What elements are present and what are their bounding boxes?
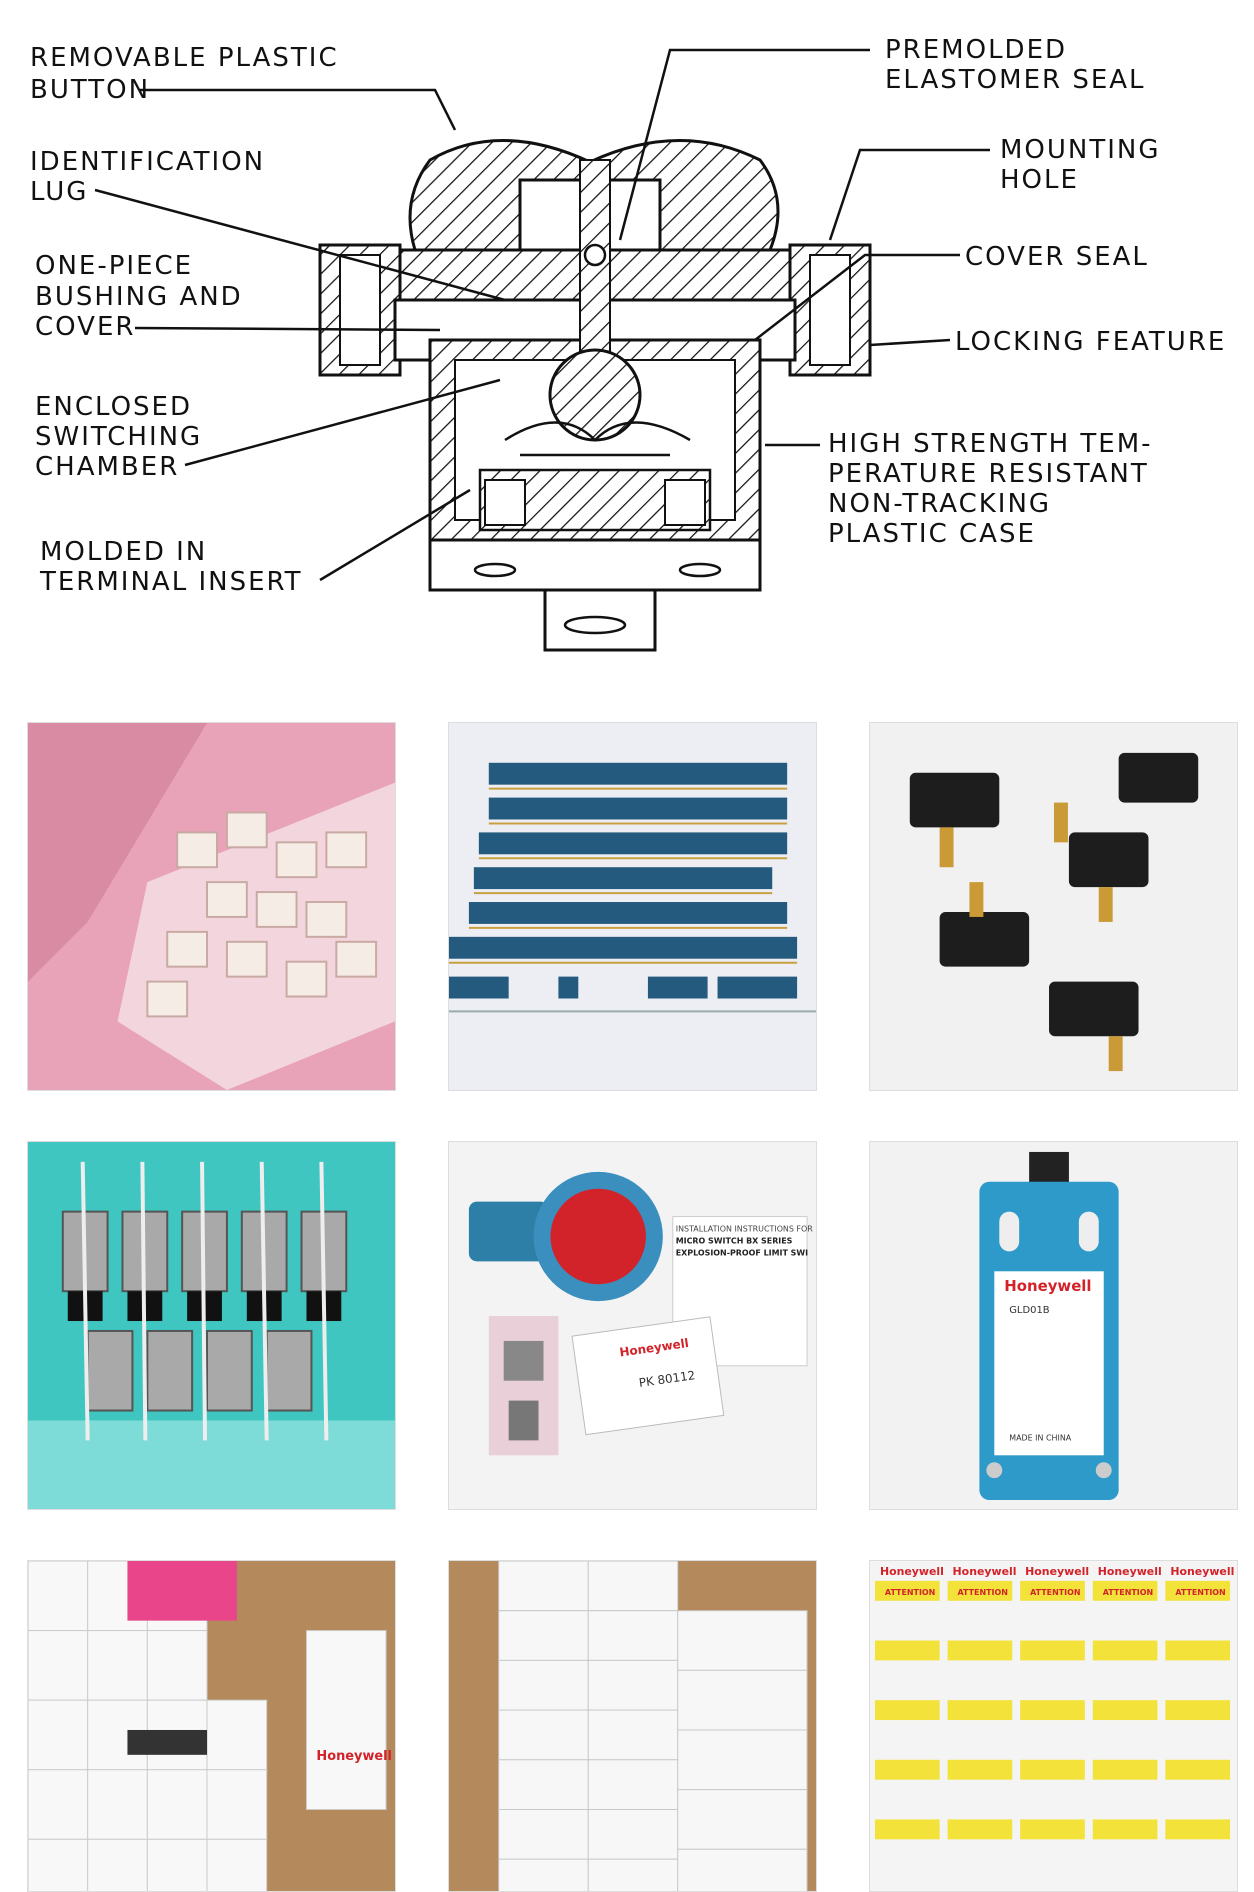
leader-mounting	[828, 148, 990, 241]
bagged-switches-image	[870, 723, 1237, 1090]
label-brand-5: Honeywell	[1170, 1565, 1234, 1578]
photo-blue-limit-switch: Honeywell GLD01B MADE IN CHINA	[869, 1141, 1238, 1510]
label-case-3: NON-TRACKING	[828, 489, 1051, 519]
label-brand-2: Honeywell	[953, 1565, 1017, 1578]
label-terminal-2: TERMINAL INSERT	[39, 567, 303, 597]
label-button-1: REMOVABLE PLASTIC	[30, 43, 339, 73]
photo-teal-tray-switches	[27, 1141, 396, 1510]
switch-model: GLD01B	[1009, 1305, 1050, 1316]
label-idlug-2: LUG	[30, 177, 88, 207]
warn-3: ATTENTION	[1030, 1588, 1080, 1597]
leader-bushing	[134, 326, 441, 332]
leader-button	[140, 88, 457, 131]
label-seal-2: ELASTOMER SEAL	[885, 65, 1146, 95]
label-bushing-3: COVER	[35, 312, 135, 342]
labeled-boxes-image: Honeywell Honeywell Honeywell Honeywell …	[870, 1561, 1237, 1891]
leader-chamber	[184, 378, 501, 467]
label-case-1: HIGH STRENGTH TEM-	[828, 429, 1153, 459]
leader-id-lug	[94, 188, 506, 302]
leader-locking	[869, 338, 951, 347]
cutaway-diagram: REMOVABLE PLASTIC BUTTON IDENTIFICATION …	[0, 0, 1254, 700]
label-idlug-1: IDENTIFICATION	[30, 147, 265, 177]
warn-5: ATTENTION	[1175, 1588, 1225, 1597]
label-terminal-1: MOLDED IN	[40, 537, 207, 567]
label-brand-4: Honeywell	[1098, 1565, 1162, 1578]
switch-cross-section: REMOVABLE PLASTIC BUTTON IDENTIFICATION …	[30, 35, 1226, 652]
switch-brand: Honeywell	[1004, 1277, 1091, 1295]
label-locking: LOCKING FEATURE	[955, 327, 1226, 357]
label-cover-seal: COVER SEAL	[965, 242, 1149, 272]
blue-switch-rows-image	[449, 723, 816, 1090]
kit-doc-sub1: MICRO SWITCH BX SERIES	[676, 1236, 793, 1245]
warn-2: ATTENTION	[958, 1588, 1008, 1597]
label-chamber-2: SWITCHING	[35, 422, 202, 452]
label-case-4: PLASTIC CASE	[828, 519, 1036, 549]
label-bushing-1: ONE-PIECE	[35, 251, 193, 281]
photo-explosion-proof-switch-kit: INSTALLATION INSTRUCTIONS FOR MICRO SWIT…	[448, 1141, 817, 1510]
label-button-2: BUTTON	[30, 75, 150, 105]
teal-tray-image	[28, 1142, 395, 1509]
pink-bag-image	[28, 723, 395, 1090]
kit-doc-title: INSTALLATION INSTRUCTIONS FOR	[676, 1225, 813, 1234]
box-brand: Honeywell	[316, 1749, 392, 1764]
warn-1: ATTENTION	[885, 1588, 935, 1597]
bx-switch-kit-image: INSTALLATION INSTRUCTIONS FOR MICRO SWIT…	[449, 1142, 816, 1509]
photo-labeled-sensor-boxes: Honeywell Honeywell Honeywell Honeywell …	[869, 1560, 1238, 1892]
photo-blue-switch-rows	[448, 722, 817, 1091]
photo-pink-bag-switches	[27, 722, 396, 1091]
label-bushing-2: BUSHING AND	[35, 282, 243, 312]
photo-boxed-switch-stock	[448, 1560, 817, 1892]
label-brand-1: Honeywell	[880, 1565, 944, 1578]
label-brand-3: Honeywell	[1025, 1565, 1089, 1578]
boxed-stock-image	[449, 1561, 816, 1891]
label-mounting-1: MOUNTING	[1000, 135, 1161, 165]
warn-4: ATTENTION	[1103, 1588, 1153, 1597]
switch-origin: MADE IN CHINA	[1009, 1433, 1072, 1442]
boxed-sensors-image: Honeywell	[28, 1561, 395, 1891]
label-chamber-3: CHAMBER	[35, 452, 179, 482]
limit-switch-image: Honeywell GLD01B MADE IN CHINA	[870, 1142, 1237, 1509]
label-case-2: PERATURE RESISTANT	[828, 459, 1149, 489]
photo-boxed-sensors: Honeywell	[27, 1560, 396, 1892]
label-seal-1: PREMOLDED	[885, 35, 1067, 65]
label-chamber-1: ENCLOSED	[35, 392, 192, 422]
photo-bagged-plunger-switches	[869, 722, 1238, 1091]
label-mounting-2: HOLE	[1000, 165, 1079, 195]
leader-seal	[618, 48, 870, 241]
leader-terminal	[319, 488, 471, 582]
kit-doc-sub2: EXPLOSION-PROOF LIMIT SWI	[676, 1248, 808, 1257]
actuator-spring	[548, 348, 642, 442]
leader-cover-seal	[754, 253, 960, 341]
